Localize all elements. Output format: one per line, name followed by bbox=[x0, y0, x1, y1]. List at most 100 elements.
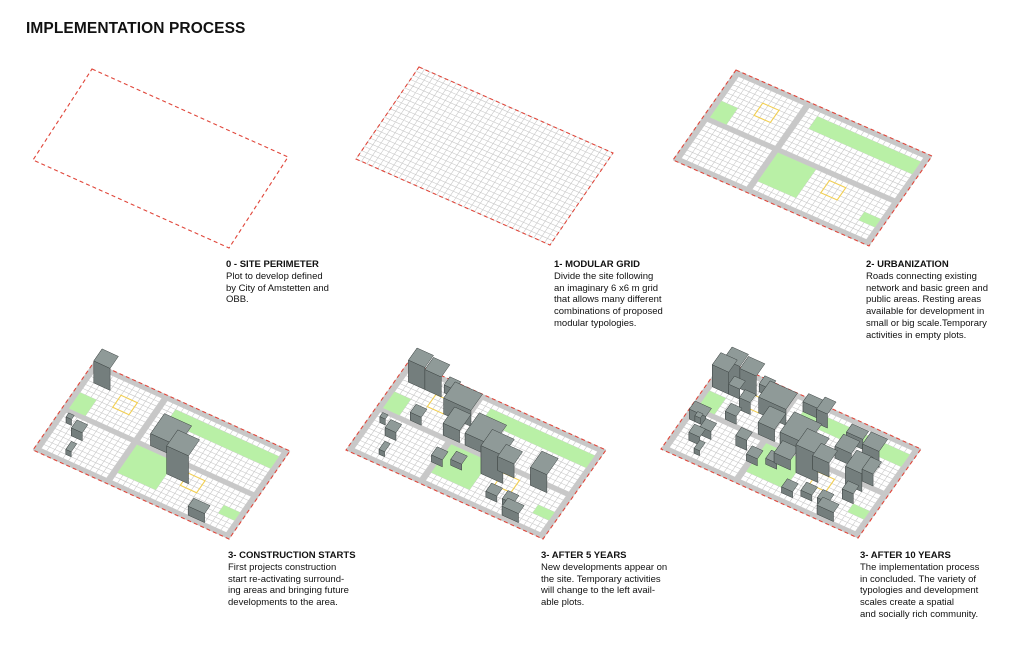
building-roof bbox=[846, 423, 869, 440]
building-roof bbox=[841, 480, 860, 495]
building-roof bbox=[384, 419, 403, 433]
building-roof bbox=[724, 402, 743, 417]
building-roof bbox=[424, 357, 451, 378]
building-roof bbox=[862, 431, 889, 452]
green-area bbox=[847, 503, 870, 520]
stage-description: The implementation process in concluded.… bbox=[860, 561, 980, 620]
stage-description: Divide the site following an imaginary 6… bbox=[554, 270, 663, 329]
road bbox=[707, 117, 896, 203]
building-roof bbox=[408, 347, 434, 368]
green-area bbox=[532, 504, 555, 521]
road bbox=[852, 446, 921, 538]
building-roof bbox=[816, 396, 837, 415]
caption-stage-3: 3- CONSTRUCTION STARTS First projects co… bbox=[228, 550, 378, 609]
green-area bbox=[117, 444, 176, 490]
site-perimeter bbox=[660, 359, 922, 539]
building-roof bbox=[728, 375, 746, 390]
building-roof bbox=[757, 405, 787, 430]
stage-heading: 3- AFTER 5 YEARS bbox=[541, 550, 627, 561]
site-perimeter bbox=[672, 69, 933, 247]
building-roof bbox=[735, 426, 753, 441]
site-perimeter bbox=[32, 361, 291, 540]
building-roof bbox=[711, 352, 738, 373]
road bbox=[106, 398, 168, 481]
building-roof bbox=[187, 497, 211, 514]
road bbox=[746, 105, 810, 190]
green-area bbox=[757, 152, 816, 198]
building-roof bbox=[378, 440, 391, 453]
building-roof bbox=[497, 443, 523, 465]
building-roof bbox=[93, 348, 119, 369]
road bbox=[380, 408, 569, 497]
road bbox=[661, 445, 861, 538]
page-title: IMPLEMENTATION PROCESS bbox=[26, 20, 246, 37]
green-area bbox=[167, 409, 279, 469]
site-perimeter bbox=[345, 360, 607, 540]
road bbox=[673, 155, 872, 246]
building-roof bbox=[65, 441, 78, 453]
building-roof bbox=[812, 442, 838, 464]
stage-description: Plot to develop defined by City of Amste… bbox=[226, 270, 329, 306]
stage-description: New developments appear on the site. Tem… bbox=[541, 561, 668, 609]
building-roof bbox=[861, 456, 883, 475]
resting-area bbox=[819, 179, 847, 201]
building-roof bbox=[166, 429, 200, 457]
stage-description: First projects construction start re-act… bbox=[228, 561, 349, 609]
building-roof bbox=[443, 381, 483, 411]
caption-stage-1: 1- MODULAR GRID Divide the site followin… bbox=[554, 259, 704, 330]
stage-heading: 1- MODULAR GRID bbox=[554, 259, 641, 270]
building-roof bbox=[834, 433, 861, 454]
green-area bbox=[709, 101, 738, 125]
road bbox=[33, 362, 100, 453]
building-roof bbox=[746, 445, 764, 460]
building-roof bbox=[431, 446, 449, 461]
road bbox=[863, 153, 932, 246]
stage-heading: 0 - SITE PERIMETER bbox=[226, 259, 319, 270]
panel-site-perimeter bbox=[32, 68, 289, 249]
green-area bbox=[68, 392, 97, 416]
building-roof bbox=[800, 481, 818, 496]
stage-heading: 3- CONSTRUCTION STARTS bbox=[228, 550, 356, 561]
road bbox=[346, 361, 415, 453]
road bbox=[733, 70, 932, 161]
building-roof bbox=[530, 450, 559, 476]
road bbox=[91, 362, 290, 455]
road bbox=[673, 70, 742, 163]
green-area bbox=[383, 391, 411, 416]
caption-stage-2: 2- URBANIZATION Roads connecting existin… bbox=[866, 259, 1010, 342]
panel-after-5-years bbox=[345, 347, 607, 540]
building-roof bbox=[379, 412, 389, 420]
road bbox=[346, 446, 546, 539]
road bbox=[537, 447, 606, 539]
modular-grid bbox=[355, 66, 614, 246]
building-roof bbox=[693, 439, 706, 452]
road bbox=[66, 408, 255, 497]
resting-area bbox=[111, 394, 139, 416]
panel-after-10-years bbox=[660, 346, 922, 539]
stage-description: Roads connecting existing network and ba… bbox=[866, 270, 988, 341]
road bbox=[223, 448, 290, 539]
road bbox=[33, 446, 232, 539]
caption-stage-4: 3- AFTER 5 YEARS New developments appear… bbox=[541, 550, 691, 609]
building-roof bbox=[739, 356, 766, 377]
panel-urbanization bbox=[672, 69, 933, 247]
building-roof bbox=[694, 411, 704, 419]
building-roof bbox=[485, 482, 503, 497]
panel-modular-grid bbox=[355, 66, 614, 246]
green-area bbox=[808, 116, 921, 175]
site-perimeter bbox=[355, 66, 614, 246]
building-roof bbox=[409, 403, 428, 418]
building-roof bbox=[442, 406, 472, 431]
building-roof bbox=[65, 412, 75, 420]
site-perimeter bbox=[32, 68, 289, 249]
building-roof bbox=[758, 380, 798, 410]
caption-stage-5: 3- AFTER 10 YEARS The implementation pro… bbox=[860, 550, 1010, 621]
green-area bbox=[218, 505, 241, 521]
green-area bbox=[482, 408, 595, 468]
building-roof bbox=[773, 440, 800, 461]
resting-area bbox=[753, 102, 780, 124]
building-roof bbox=[450, 450, 468, 465]
building-roof bbox=[688, 423, 706, 438]
building-roof bbox=[501, 497, 525, 514]
building-roof bbox=[739, 389, 757, 403]
